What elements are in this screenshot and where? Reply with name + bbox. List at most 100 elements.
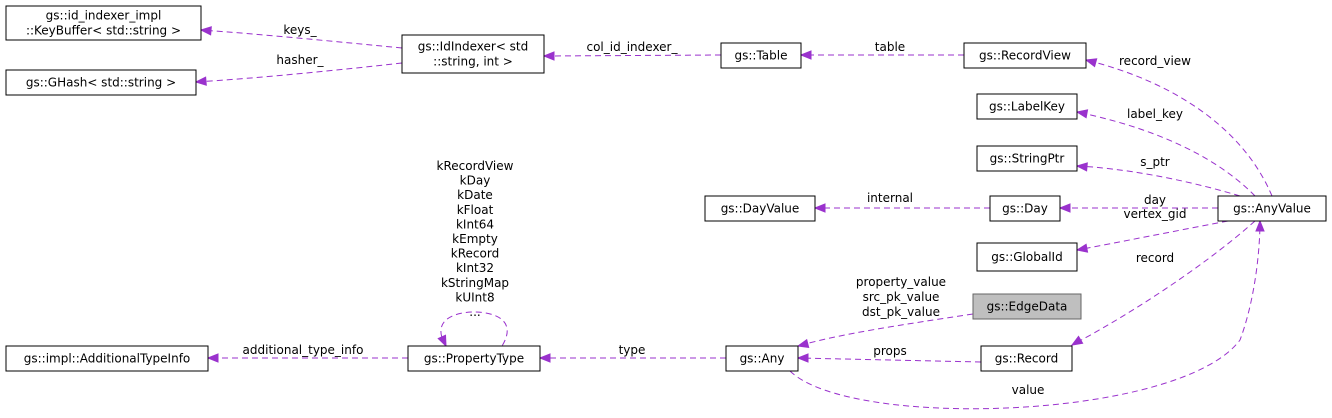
edge-type-enum-self-loop: kRecordViewkDaykDatekFloatkInt64kEmptykR… [437,159,514,348]
node-anyvalue: gs::AnyValue [1217,195,1327,222]
arrowhead [1070,335,1084,346]
edge-label: src_pk_value [863,290,940,304]
node-box [976,145,1078,172]
edge-line [1076,220,1229,251]
edge-hasher: hasher_ [194,53,403,86]
arrowhead [796,353,809,363]
node-box [407,345,541,372]
arrowhead [1255,219,1265,232]
edge-label: ... [469,305,480,319]
edge-label: kDate [457,188,493,202]
node-idindexer: gs::IdIndexer< std::string, int > [401,34,545,74]
edge-line [543,54,722,57]
edge-day: day [1058,193,1218,213]
arrowhead [1075,162,1088,172]
node-label: gs::DayValue [721,202,800,216]
edge-line [195,62,403,83]
node-additionaltypeinfo: gs::impl::AdditionalTypeInfo [5,345,209,372]
arrowhead [542,51,555,61]
edge-label: hasher_ [276,53,324,67]
edge-label: props [873,344,907,358]
edge-label: kInt64 [456,217,494,231]
edge-line [200,29,403,49]
edge-label: col_id_indexer_ [586,40,678,54]
node-label: gs::EdgeData [987,300,1068,314]
node-box [5,5,202,41]
arrowhead [813,203,826,213]
edge-line [1076,165,1241,197]
edge-line [797,313,974,347]
arrowhead [796,338,810,349]
edge-label: keys_ [283,23,317,37]
node-any: gs::Any [725,345,799,372]
node-box [5,69,197,96]
node-recordview: gs::RecordView [963,42,1087,69]
node-label: gs::Table [735,49,788,63]
node-label: gs::Any [740,352,785,366]
edge-type: type [538,343,726,363]
node-table: gs::Table [720,42,802,69]
node-label: gs::id_indexer_impl [46,9,162,23]
edge-label: kUInt8 [455,290,494,304]
node-box [401,34,545,74]
node-box [963,42,1087,69]
edge-label: label_key [1127,107,1183,121]
node-box [976,93,1078,120]
node-label: gs::impl::AdditionalTypeInfo [24,352,191,366]
node-stringptr: gs::StringPtr [976,145,1078,172]
node-box [1217,195,1327,222]
edge-record_view: record_view [1084,54,1273,197]
node-record: gs::Record [980,345,1073,372]
arrowhead [1075,109,1089,119]
node-box [725,345,799,372]
node-box [980,345,1073,372]
node-dayvalue: gs::DayValue [704,195,816,222]
arrowhead [1058,203,1071,213]
edge-line [797,357,982,363]
arrowhead [199,26,212,36]
edge-label: kInt32 [456,261,494,275]
edge-label: kRecord [451,247,499,261]
node-box [704,195,816,222]
node-label: gs::GHash< std::string > [26,76,176,90]
node-label: ::string, int > [433,55,513,69]
edge-value: value [789,219,1265,410]
edge-label: table [875,40,905,54]
node-label: gs::RecordView [979,49,1071,63]
edge-label: vertex_gid [1124,207,1187,221]
edge-keys: keys_ [199,23,403,49]
edge-label: s_ptr [1140,155,1170,169]
edge-label: type [619,343,646,357]
arrowhead [538,353,551,363]
arrowhead [206,353,219,363]
node-label: gs::AnyValue [1233,202,1311,216]
node-label: gs::GlobalId [991,250,1062,264]
edge-label: record [1136,251,1174,265]
edge-label: value [1012,383,1045,397]
edge-s_ptr: s_ptr [1075,155,1241,197]
edge-label_key: label_key [1075,107,1256,197]
edge-vertex_gid: vertex_gid [1075,207,1229,253]
node-edgedata: gs::EdgeData [972,293,1082,320]
edge-internal: internal [813,191,990,213]
node-label: gs::LabelKey [989,100,1065,114]
edge-label: kDay [460,174,491,188]
edge-label: day [1144,193,1166,207]
edge-label: property_value [856,275,946,289]
node-box [5,345,209,372]
edge-line [789,220,1261,410]
node-label: gs::StringPtr [990,152,1065,166]
arrowhead [1075,243,1089,253]
node-propertytype: gs::PropertyType [407,345,541,372]
edge-line [1071,220,1256,346]
edge-table: table [799,40,964,60]
edge-label: kRecordView [437,159,514,173]
edge-label: internal [867,191,913,205]
node-keybuffer: gs::id_indexer_impl::KeyBuffer< std::str… [5,5,202,41]
node-ghash: gs::GHash< std::string > [5,69,197,96]
edge-label: additional_type_info [243,343,364,357]
edge-label: dst_pk_value [862,305,940,319]
edge-label: kStringMap [441,276,509,290]
